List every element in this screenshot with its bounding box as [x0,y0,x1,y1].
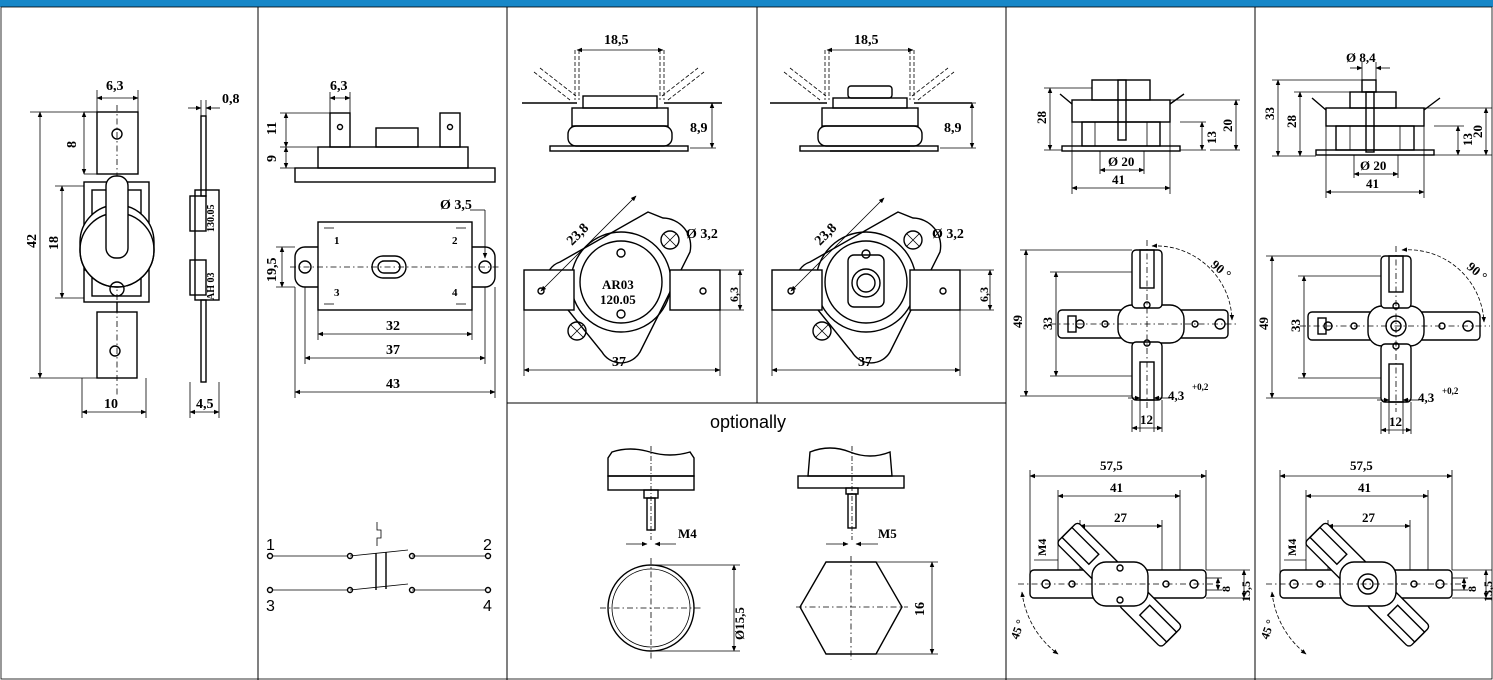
dim-6-3-top: 6,3 [106,79,124,94]
p5-dim-d20: Ø 20 [1108,154,1134,169]
p6-dim-33: 33 [1288,319,1303,333]
dim-d-3-2-p4: Ø 3,2 [932,227,964,242]
p6-dim-41: 41 [1366,176,1379,191]
dim-18-5-p3: 18,5 [604,33,629,48]
dim-19-5: 19,5 [265,258,280,283]
dim-23-8-p4: 23,8 [812,221,840,249]
p5-dim-28: 28 [1034,111,1049,125]
terminal-1: 1 [266,537,275,554]
dim-4-5: 4,5 [196,397,214,412]
pin-label-1: 1 [334,235,340,247]
dim-42: 42 [25,234,40,248]
panel-4-flange-plain: 18,5 8,9 23,8 Ø 3,2 6,3 37 [770,33,994,376]
p5-dim-49: 49 [1010,315,1025,329]
marking-120-05: 120.05 [600,292,636,307]
p5-dim-m4: M4 [1035,539,1049,556]
dim-18-5-p4: 18,5 [854,33,879,48]
dim-8-9-p4: 8,9 [944,121,962,136]
pin-label-2: 2 [452,235,458,247]
dim-18: 18 [47,236,62,250]
p5-angle-90: 90 ° [1208,257,1234,282]
p5-angle-45: 45 ° [1008,617,1028,641]
panel-1-side-views: 6,3 8 42 18 10 130.05 AH 03 0,8 4,5 [25,79,240,418]
p5-dim-4-3: 4,3 [1168,388,1185,403]
dim-11: 11 [265,122,280,135]
p6-dim-27: 27 [1362,510,1376,525]
p6-dim-20: 20 [1470,125,1485,138]
dim-16: 16 [913,602,928,616]
panel-3-flange-with-marking: 18,5 8,9 AR03 120.05 23,8 Ø 3,2 6,3 37 [522,33,744,376]
dim-d-15-5: Ø15,5 [732,607,747,640]
wiring-schematic: 1 2 3 4 [266,522,492,615]
panel-2-top-view: 6,3 11 9 1 2 3 4 Ø 3,5 19,5 32 [265,79,500,398]
terminal-3: 3 [266,598,275,615]
dim-8: 8 [65,141,80,148]
p6-dim-13: 13 [1460,133,1475,147]
p6-dim-28: 28 [1284,115,1299,129]
top-bar [0,0,1493,7]
dim-37-p2: 37 [386,343,400,358]
optionally-title: optionally [710,412,786,432]
p6-dim-d-8-4: Ø 8,4 [1346,50,1376,65]
dim-37-p3: 37 [612,355,626,370]
p5-dim-12: 12 [1140,412,1153,427]
dim-43: 43 [386,377,400,392]
pin-label-4: 4 [452,287,458,299]
terminal-4: 4 [483,598,492,615]
p6-tol: +0,2 [1442,386,1459,396]
p5-dim-41: 41 [1112,172,1125,187]
p5-dim-8: 8 [1219,586,1233,592]
p6-dim-13-5: 13,5 [1481,581,1493,602]
p6-dim-12: 12 [1389,414,1402,429]
optional-variants: optionally M4 Ø15,5 M5 16 [600,412,938,660]
pin-label-3: 3 [334,287,340,299]
p6-dim-49: 49 [1256,317,1271,331]
dim-9: 9 [265,155,280,162]
p5-dim-33: 33 [1040,317,1055,331]
dim-6-3-p2: 6,3 [330,79,348,94]
p5-dim-41b: 41 [1110,480,1123,495]
dim-6-3-p3: 6,3 [727,287,741,302]
dim-37-p4: 37 [858,355,872,370]
dim-6-3-p4: 6,3 [977,287,991,302]
terminal-2: 2 [483,537,492,554]
p5-tol: +0,2 [1192,382,1209,392]
dim-10: 10 [104,397,118,412]
p6-dim-m4: M4 [1285,539,1299,556]
dim-d-3-5: Ø 3,5 [440,198,472,213]
p6-dim-4-3: 4,3 [1418,390,1435,405]
p6-angle-45: 45 ° [1258,617,1278,641]
p5-dim-27: 27 [1114,510,1128,525]
panel-5-bracket-version: 28 13 20 Ø 20 41 90 ° [1008,79,1253,655]
panel-6-bracket-knob-version: Ø 8,4 33 28 13 20 Ø 20 41 [1256,50,1493,655]
panel-frame [0,6,1493,680]
p5-dim-57-5: 57,5 [1100,458,1123,473]
p6-dim-41b: 41 [1358,480,1371,495]
marking-ah-03: AH 03 [206,273,217,301]
p6-angle-90: 90 ° [1464,259,1490,284]
p5-dim-13: 13 [1204,131,1219,145]
thread-m4: M4 [678,526,697,541]
dim-d-3-2-p3: Ø 3,2 [686,227,718,242]
p6-dim-57-5: 57,5 [1350,458,1373,473]
dim-0-8: 0,8 [222,92,240,107]
dim-32: 32 [386,319,400,334]
thread-m5: M5 [878,526,897,541]
marking-130-05: 130.05 [206,205,217,233]
p6-dim-8: 8 [1465,586,1479,592]
dim-8-9-p3: 8,9 [690,121,708,136]
p5-dim-13-5: 13,5 [1239,581,1253,602]
p5-dim-20: 20 [1220,119,1235,132]
marking-ar03: AR03 [602,277,634,292]
p6-dim-33-side: 33 [1262,107,1277,121]
p6-dim-d20: Ø 20 [1360,158,1386,173]
